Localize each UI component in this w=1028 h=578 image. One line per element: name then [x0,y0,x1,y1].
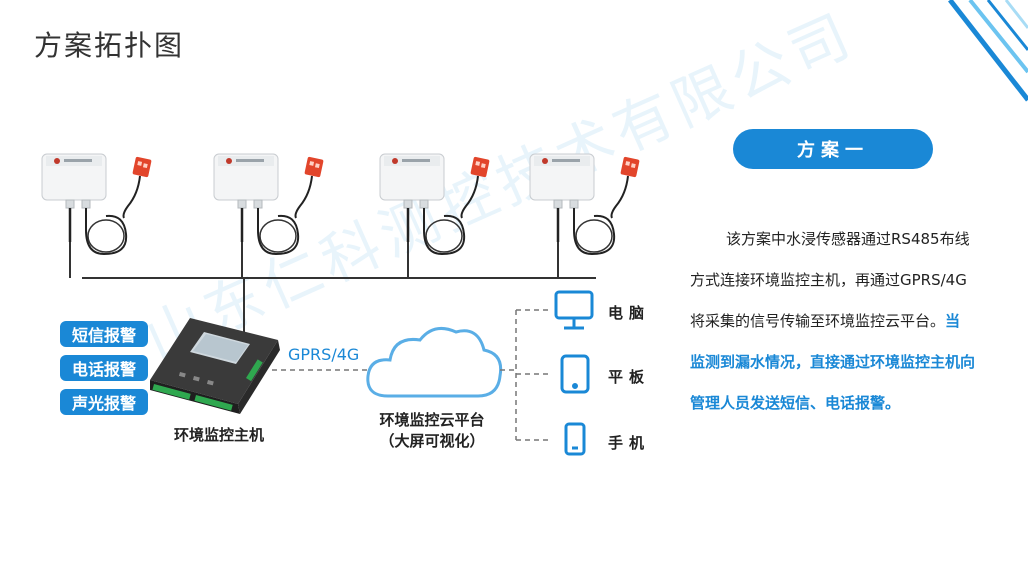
sensor-unit [213,153,324,278]
computer-icon [554,290,594,330]
cloud-label-line2: （大屏可视化） [379,432,485,450]
device-label-phone: 手机 [608,434,651,452]
tablet-icon [560,354,590,394]
page-title: 方案拓扑图 [34,29,185,62]
sensor-unit [41,153,152,278]
corner-decoration [948,0,1028,102]
plan-badge: 方案一 [733,129,933,169]
description-text: 该方案中水浸传感器通过RS485布线方式连接环境监控主机，再通过GPRS/4G将… [690,219,975,424]
description-plain: 该方案中水浸传感器通过RS485布线方式连接环境监控主机，再通过GPRS/4G将… [690,230,970,330]
alarm-phone-badge: 电话报警 [60,355,148,381]
link-label: GPRS/4G [288,345,360,364]
device-label-tablet: 平板 [608,368,651,386]
description-highlight: 当监测到漏水情况，直接通过环境监控主机向管理人员发送短信、电话报警。 [690,312,976,412]
alarm-sms-badge: 短信报警 [60,321,148,347]
cloud-label-line1: 环境监控云平台 [379,411,485,429]
sensor-group [41,153,640,278]
cloud-shape [366,326,503,398]
host-device [150,318,280,414]
device-label-computer: 电脑 [608,304,651,322]
phone-icon [564,422,586,456]
alarm-light-badge: 声光报警 [60,389,148,415]
sensor-unit [379,153,490,278]
host-label: 环境监控主机 [174,426,265,444]
sensor-unit [529,153,640,278]
